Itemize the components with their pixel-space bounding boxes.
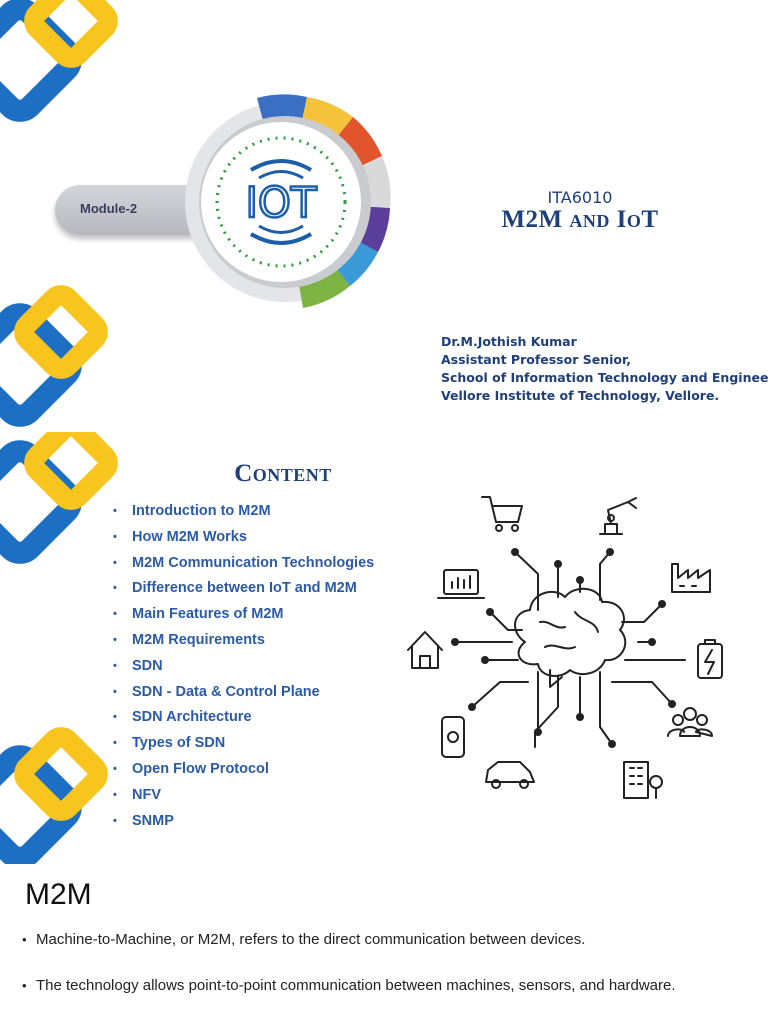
iot-dial-badge: IOT bbox=[185, 94, 391, 308]
robot-arm-icon bbox=[599, 497, 637, 535]
author-designation: Assistant Professor Senior, bbox=[441, 352, 632, 367]
list-item: How M2M Works bbox=[113, 528, 374, 554]
author-name: Dr.M.Jothish Kumar bbox=[441, 334, 577, 349]
slide-title: M2M bbox=[25, 878, 92, 911]
list-item: Main Features of M2M bbox=[113, 605, 374, 631]
shopping-cart-icon bbox=[481, 496, 523, 532]
module-label: Module-2 bbox=[80, 201, 138, 216]
building-icon bbox=[623, 761, 663, 799]
list-item: Open Flow Protocol bbox=[113, 760, 374, 786]
list-item: SNMP bbox=[113, 812, 374, 838]
chain-link-decoration-bottom bbox=[0, 285, 108, 427]
chain-link-decoration-top bbox=[0, 432, 118, 564]
battery-icon bbox=[697, 639, 723, 679]
bullet-list: Machine-to-Machine, or M2M, refers to th… bbox=[20, 930, 676, 1022]
content-slide: Content Introduction to M2M How M2M Work… bbox=[0, 432, 768, 864]
list-item: M2M Requirements bbox=[113, 631, 374, 657]
m2m-network-graphic bbox=[407, 496, 723, 799]
title-slide: Module-2 IOT ITA6010 M2M and IoT Dr.M.Jo… bbox=[0, 0, 768, 432]
list-item: SDN Architecture bbox=[113, 708, 374, 734]
course-code: ITA6010 bbox=[547, 188, 613, 207]
m2m-slide: M2M Machine-to-Machine, or M2M, refers t… bbox=[0, 864, 768, 1024]
content-heading: Content bbox=[234, 460, 332, 487]
list-item: NFV bbox=[113, 786, 374, 812]
chain-link-decoration-top bbox=[0, 0, 118, 122]
list-item: Machine-to-Machine, or M2M, refers to th… bbox=[20, 930, 676, 976]
list-item: SDN - Data & Control Plane bbox=[113, 683, 374, 709]
home-icon bbox=[407, 631, 443, 669]
list-item: Types of SDN bbox=[113, 734, 374, 760]
author-school: School of Information Technology and Eng… bbox=[441, 370, 768, 385]
connection-lines bbox=[451, 548, 686, 748]
list-item: M2M Communication Technologies bbox=[113, 554, 374, 580]
chain-link-decoration-bottom bbox=[0, 727, 108, 864]
laptop-chart-icon bbox=[437, 569, 485, 599]
car-icon bbox=[485, 761, 535, 789]
people-icon bbox=[667, 707, 713, 737]
factory-icon bbox=[671, 563, 711, 593]
list-item: Introduction to M2M bbox=[113, 502, 374, 528]
content-list: Introduction to M2M How M2M Works M2M Co… bbox=[113, 502, 374, 837]
course-title: M2M and IoT bbox=[501, 206, 659, 233]
author-block: Dr.M.Jothish Kumar Assistant Professor S… bbox=[441, 333, 768, 405]
author-institute: Vellore Institute of Technology, Vellore… bbox=[441, 388, 720, 403]
list-item: The technology allows point-to-point com… bbox=[20, 976, 676, 1022]
list-item: SDN bbox=[113, 657, 374, 683]
iot-logo-text: IOT bbox=[245, 178, 316, 227]
phone-icon bbox=[441, 716, 465, 758]
list-item: Difference between IoT and M2M bbox=[113, 579, 374, 605]
brain-icon bbox=[514, 587, 627, 688]
